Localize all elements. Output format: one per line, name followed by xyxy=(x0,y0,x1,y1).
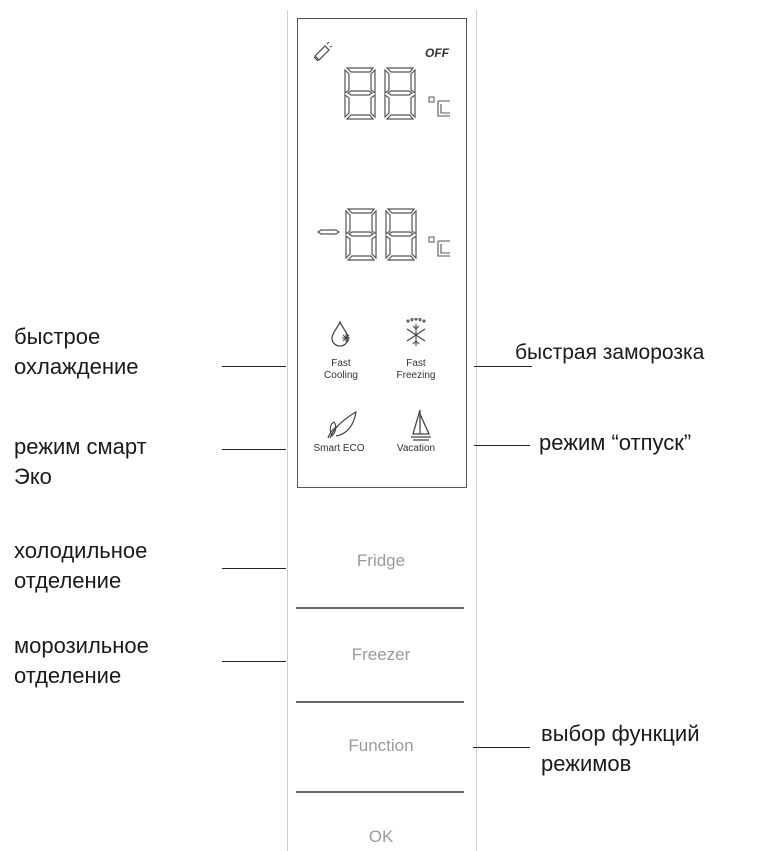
leader-line xyxy=(222,449,286,450)
ok-button[interactable]: OK xyxy=(368,827,394,846)
leader-line xyxy=(474,445,530,446)
freezer-temperature-digits xyxy=(316,207,422,262)
divider xyxy=(296,607,464,609)
smart-eco-icon[interactable] xyxy=(326,408,358,440)
divider xyxy=(296,701,464,703)
leader-line xyxy=(222,366,286,367)
leader-line xyxy=(474,366,532,367)
off-indicator: OFF xyxy=(425,46,449,60)
fast-freezing-annotation: быстрая заморозка xyxy=(515,341,705,364)
divider xyxy=(296,791,464,793)
fridge-temperature-digits xyxy=(343,66,423,121)
leader-line xyxy=(473,747,530,748)
celsius-icon xyxy=(428,96,454,120)
freezer-button[interactable]: Freezer xyxy=(351,645,411,664)
alarm-icon xyxy=(311,42,333,62)
lcd-display xyxy=(297,18,467,488)
control-panel xyxy=(287,10,477,851)
vacation-label: Vacation xyxy=(396,443,436,454)
function-button[interactable]: Function xyxy=(348,736,414,755)
vacation-icon[interactable] xyxy=(409,408,433,442)
fridge-button[interactable]: Fridge xyxy=(356,551,406,570)
leader-line xyxy=(222,661,286,662)
fast-cooling-icon[interactable] xyxy=(329,320,353,348)
vacation-annotation: режим “отпуск” xyxy=(539,430,692,455)
leader-line xyxy=(222,568,286,569)
celsius-icon xyxy=(428,236,454,260)
smart-eco-label: Smart ECO xyxy=(313,443,365,454)
fast-freezing-icon[interactable] xyxy=(402,318,430,348)
